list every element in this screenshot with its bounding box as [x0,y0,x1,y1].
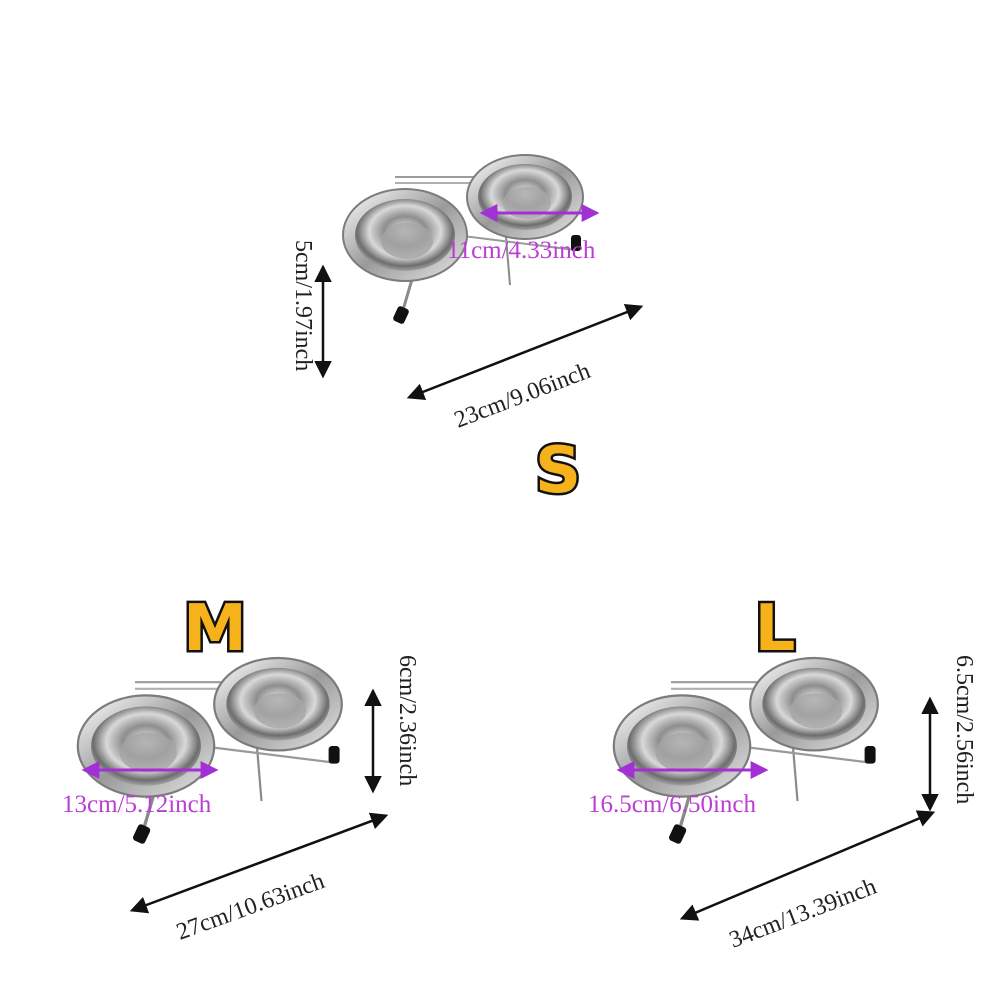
product-s-height-label: 5cm/1.97inch [290,240,316,371]
product-m-length-label: 27cm/10.63inch [173,868,328,946]
product-m-height-label: 6cm/2.36inch [394,655,420,786]
product-m-group: M 6cm/2.36inch 13cm/5.12inch 27cm/10.63i… [62,590,420,946]
product-l-size-badge: L [755,592,796,666]
product-l-length-arrow [679,810,936,921]
product-m-diameter-label: 13cm/5.12inch [62,791,212,818]
product-l-length-label: 34cm/13.39inch [726,874,880,954]
product-s-diameter-label: 11cm/4.33inch [447,237,596,264]
product-s-length-arrow [406,303,644,401]
product-m-length-arrow [129,812,389,914]
product-l-group: L 6.5cm/2.56inch 16.5cm/6.50inch 34cm/13… [588,590,977,954]
product-s-length-label: 23cm/9.06inch [451,358,594,434]
product-s-group: 5cm/1.97inch 23cm/9.06inch 11cm/4.33inch… [290,153,644,511]
product-m-size-badge: M [183,592,247,666]
product-l-diameter-label: 16.5cm/6.50inch [588,791,757,818]
product-l-height-label: 6.5cm/2.56inch [951,655,977,804]
product-s-size-badge: S [535,434,581,508]
